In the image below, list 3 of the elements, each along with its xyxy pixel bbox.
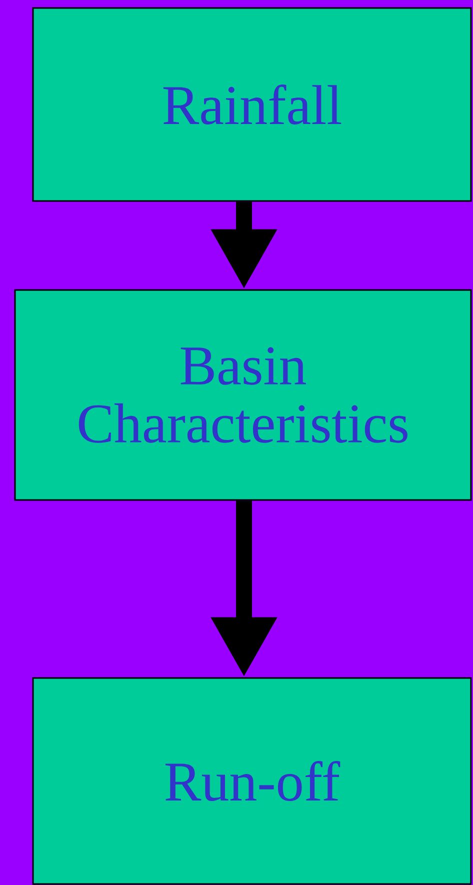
process-box: Run-off [32, 677, 472, 885]
process-box: Rainfall [32, 7, 472, 202]
process-box: Basin Characteristics [14, 289, 472, 501]
